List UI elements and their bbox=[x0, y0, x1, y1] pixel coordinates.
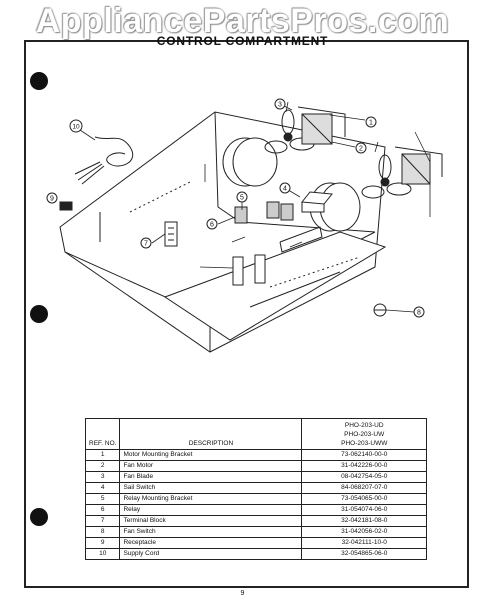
callout-6: 6 bbox=[206, 218, 218, 230]
description-cell: Terminal Block bbox=[119, 515, 303, 527]
callout-3: 3 bbox=[274, 98, 286, 110]
part-number-cell: 32-042181-08-0 bbox=[301, 515, 427, 527]
ref-cell: 1 bbox=[84, 449, 121, 461]
callout-2-label: 2 bbox=[359, 146, 363, 153]
callout-1: 1 bbox=[365, 116, 377, 128]
part-number-cell: 31-042226-00-0 bbox=[301, 460, 427, 472]
ref-cell: 5 bbox=[84, 493, 121, 505]
description-cell: Relay bbox=[119, 504, 303, 516]
callout-8-label: 8 bbox=[417, 310, 421, 317]
callout-10: 10 bbox=[69, 119, 83, 133]
table-row: 6 Relay 31-054074-06-0 bbox=[84, 504, 427, 516]
part-number-cell: 08-042754-05-0 bbox=[301, 471, 427, 483]
callout-1-label: 1 bbox=[369, 120, 373, 127]
model-name: PHO-203-UD bbox=[344, 422, 384, 429]
description-cell: Fan Motor bbox=[119, 460, 303, 472]
table-row: 7 Terminal Block 32-042181-08-0 bbox=[84, 515, 427, 527]
part-number-cell: 32-054865-06-0 bbox=[301, 548, 427, 560]
callout-7-label: 7 bbox=[144, 241, 148, 248]
relay-mounting-bracket bbox=[279, 226, 323, 253]
page-number: 9 bbox=[240, 590, 245, 597]
model-name: PHO-203-UW bbox=[344, 431, 385, 438]
ref-no-header: REF. NO. bbox=[84, 418, 121, 450]
description-cell: Motor Mounting Bracket bbox=[119, 449, 303, 461]
model-header: PHO-203-UD PHO-203-UW PHO-203-UWW bbox=[301, 418, 427, 450]
page-frame bbox=[24, 40, 469, 588]
callout-2: 2 bbox=[355, 142, 367, 154]
exploded-parts-diagram: 1 2 3 4 5 6 7 8 bbox=[40, 92, 460, 372]
table-row: 5 Relay Mounting Bracket 73-054065-00-0 bbox=[84, 493, 427, 505]
ref-cell: 10 bbox=[84, 548, 121, 560]
callout-5: 5 bbox=[236, 191, 248, 203]
table-row: 8 Fan Switch 31-042056-02-0 bbox=[84, 526, 427, 538]
part-number-cell: 31-054074-06-0 bbox=[301, 504, 427, 516]
callout-4-label: 4 bbox=[283, 186, 287, 193]
callout-5-label: 5 bbox=[240, 195, 244, 202]
part-number-cell: 73-062140-00-0 bbox=[301, 449, 427, 461]
ref-cell: 8 bbox=[84, 526, 121, 538]
table-row: 4 Sail Switch 84-068207-07-0 bbox=[84, 482, 427, 494]
watermark-logo: AppliancePartsPros.com bbox=[35, 2, 450, 40]
description-cell: Receptacle bbox=[119, 537, 303, 549]
supply-cord bbox=[74, 136, 133, 185]
fan-blade-upper bbox=[264, 109, 315, 154]
fan-ring-left bbox=[222, 137, 278, 187]
fan-motor-upper bbox=[297, 106, 346, 145]
description-cell: Sail Switch bbox=[119, 482, 303, 494]
callout-7: 7 bbox=[140, 237, 152, 249]
fan-motor-right bbox=[394, 146, 443, 185]
ref-cell: 9 bbox=[84, 537, 121, 549]
terminal-block-lower bbox=[232, 254, 266, 286]
part-number-cell: 84-068207-07-0 bbox=[301, 482, 427, 494]
ref-cell: 6 bbox=[84, 504, 121, 516]
parts-table-header: REF. NO. DESCRIPTION PHO-203-UD PHO-203-… bbox=[84, 418, 427, 450]
callout-9-label: 9 bbox=[50, 196, 54, 203]
table-row: 2 Fan Motor 31-042226-00-0 bbox=[84, 460, 427, 472]
receptacle bbox=[59, 201, 73, 211]
relay-group bbox=[234, 201, 294, 224]
ref-cell: 7 bbox=[84, 515, 121, 527]
fan-switch bbox=[373, 303, 387, 317]
ref-cell: 2 bbox=[84, 460, 121, 472]
callout-4: 4 bbox=[279, 182, 291, 194]
part-number-cell: 31-042056-02-0 bbox=[301, 526, 427, 538]
callout-8: 8 bbox=[413, 306, 425, 318]
terminal-block-left bbox=[164, 221, 178, 247]
binder-hole-middle bbox=[30, 305, 48, 323]
ref-cell: 4 bbox=[84, 482, 121, 494]
binder-hole-bottom bbox=[30, 508, 48, 526]
description-cell: Relay Mounting Bracket bbox=[119, 493, 303, 505]
chassis-housing bbox=[59, 111, 387, 353]
table-row: 1 Motor Mounting Bracket 73-062140-00-0 bbox=[84, 449, 427, 461]
fan-blade-right bbox=[361, 154, 412, 199]
table-row: 10 Supply Cord 32-054865-06-0 bbox=[84, 548, 427, 560]
callout-3-label: 3 bbox=[278, 102, 282, 109]
model-name: PHO-203-UWW bbox=[341, 440, 388, 447]
parts-table: REF. NO. DESCRIPTION PHO-203-UD PHO-203-… bbox=[84, 418, 427, 560]
part-number-cell: 73-054065-00-0 bbox=[301, 493, 427, 505]
leader-lines bbox=[61, 101, 431, 313]
description-cell: Fan Blade bbox=[119, 471, 303, 483]
description-cell: Fan Switch bbox=[119, 526, 303, 538]
callout-9: 9 bbox=[46, 192, 58, 204]
table-row: 3 Fan Blade 08-042754-05-0 bbox=[84, 471, 427, 483]
page-title: CONTROL COMPARTMENT bbox=[156, 34, 329, 48]
callout-10-label: 10 bbox=[72, 124, 80, 131]
callout-6-label: 6 bbox=[210, 222, 214, 229]
binder-hole-top bbox=[30, 72, 48, 90]
description-cell: Supply Cord bbox=[119, 548, 303, 560]
sail-switch bbox=[301, 191, 333, 213]
part-number-cell: 32-042111-10-0 bbox=[301, 537, 427, 549]
ref-cell: 3 bbox=[84, 471, 121, 483]
table-row: 9 Receptacle 32-042111-10-0 bbox=[84, 537, 427, 549]
description-header: DESCRIPTION bbox=[119, 418, 303, 450]
